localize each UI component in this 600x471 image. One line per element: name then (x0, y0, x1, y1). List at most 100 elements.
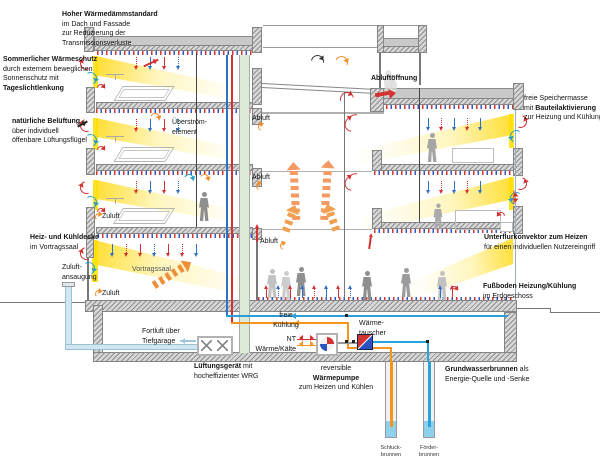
heating-arrowhead (291, 319, 299, 326)
facade-pier-right (513, 148, 523, 176)
insulation-note: Hoher Wärmedämmstandard im Dach und Fass… (62, 11, 158, 47)
exhaust-air-label: Abluft (252, 174, 270, 181)
heating-main-pipe (231, 322, 349, 324)
desk (452, 148, 494, 163)
nt-cool-arrow (297, 341, 316, 348)
atrium-glass-roof (261, 83, 374, 94)
well-water (386, 421, 396, 437)
hp-hx-connection (338, 342, 358, 344)
ventilation-unit (197, 336, 233, 356)
radiant-arrow (464, 181, 469, 194)
junction-dot (345, 314, 348, 317)
activated-ceiling-dots (96, 109, 253, 113)
ground-line-left (0, 302, 85, 303)
ground-step (550, 308, 551, 313)
bed-furniture (113, 208, 175, 224)
window-sunlight (92, 240, 98, 282)
injection-well (385, 362, 397, 438)
window-sunlight (93, 180, 98, 210)
penthouse-parapet (418, 25, 427, 53)
radiant-arrow (123, 244, 128, 257)
radiant-arrow (477, 118, 482, 131)
heat-pump-unit (316, 333, 338, 356)
nt-label: NT Wärme/Kälte (255, 336, 296, 353)
supply-pipe (427, 362, 431, 427)
gallery-line (262, 112, 384, 114)
insulation-title: Hoher Wärmedämmstandard (62, 11, 158, 18)
atrium-updraft-curl (337, 89, 357, 109)
floor-heating-arrow (323, 285, 328, 298)
radiant-arrow (133, 57, 138, 70)
intake-label: Zuluft- ansaugung (62, 264, 97, 281)
fan-icon (217, 340, 228, 351)
radiant-arrow (147, 181, 152, 194)
atrium-updraft-curl (341, 169, 367, 195)
junction-dot (426, 340, 429, 343)
floor-heating-arrow (437, 285, 442, 298)
overflow-element-label: Überström- element (172, 119, 208, 136)
parapet (84, 27, 94, 52)
radiant-arrow (109, 244, 114, 257)
light-shelf (115, 136, 116, 142)
radiant-arrow (161, 181, 166, 194)
floor-heating-arrow (275, 285, 280, 298)
fortluft-leader (180, 340, 196, 342)
heat-pump-note: reversible Wärmepumpe zum Heizen und Küh… (298, 365, 374, 391)
injection-pipe (390, 347, 392, 365)
ceiling-transfer-arrow (198, 172, 211, 185)
garage-exhaust-note: Fortluft über Tiefgarage (142, 328, 180, 345)
exhaust-opening-label: Abluftöffnung (371, 75, 418, 82)
exhaust-plume (390, 79, 397, 94)
heat-exchanger-label: Wärme- tauscher (359, 320, 386, 337)
activated-ceiling-dots (97, 51, 253, 55)
person (426, 133, 438, 162)
person (295, 267, 307, 296)
radiant-arrow (133, 119, 138, 132)
floor-heating-arrow (287, 285, 292, 298)
injection-pipe (389, 362, 393, 427)
junction-dot (352, 340, 355, 343)
heating-riser (231, 55, 233, 323)
storage-mass-note: freie Speichermasse mit Bauteilaktivieru… (524, 95, 600, 121)
roof-slab-right-hatch (383, 98, 514, 105)
sunprotect-title: Sommerlicher Wärmeschutz (3, 56, 98, 63)
person (433, 203, 444, 229)
floor-slab (96, 227, 253, 234)
nt-heat-arrow (297, 335, 316, 342)
section-line (344, 92, 345, 298)
radiant-arrow (133, 181, 138, 194)
radiant-arrow (151, 244, 156, 257)
natural-ventilation-note: natürliche Belüftung über individuell öf… (12, 118, 87, 144)
free-cooling-label: freie Kühlung (273, 312, 299, 329)
person (361, 271, 373, 300)
intake-duct-vertical (65, 286, 72, 346)
radiant-arrow (425, 118, 430, 131)
supply-well (423, 362, 435, 438)
parapet (252, 27, 262, 53)
basement-floor-slab (93, 352, 517, 362)
radiant-ceiling-note: Heiz- und Kühldecke im Vortragssaal (30, 234, 99, 251)
floor-heating-arrow (299, 285, 304, 298)
supply-air-label: Zuluft (102, 290, 120, 297)
convector-flow-arrow (513, 190, 515, 205)
parapet-right (513, 83, 524, 110)
fan-icon (201, 340, 212, 351)
penthouse-wall (379, 53, 381, 88)
activated-ceiling-dots (96, 171, 253, 175)
cooling-main-pipe (226, 315, 508, 317)
atrium-parapet (252, 68, 262, 105)
well-water (424, 421, 434, 437)
exhaust-plume (384, 70, 393, 92)
basement-wall-right (504, 312, 517, 357)
ground-line-right (517, 308, 551, 309)
exhaust-duct (239, 55, 250, 353)
ceiling-transfer-arrow (182, 172, 196, 186)
desk (455, 210, 501, 230)
groundwater-note: Grundwasserbrunnen als Energie-Quelle un… (445, 366, 530, 383)
heating-cooling-ceiling-dots (93, 234, 253, 238)
hall-label: Vortragssaal (132, 266, 171, 273)
injection-well-label: Schluck- brunnen (380, 445, 402, 458)
person (198, 192, 210, 221)
bed-furniture (113, 147, 175, 162)
well-water-pipe (373, 341, 429, 343)
